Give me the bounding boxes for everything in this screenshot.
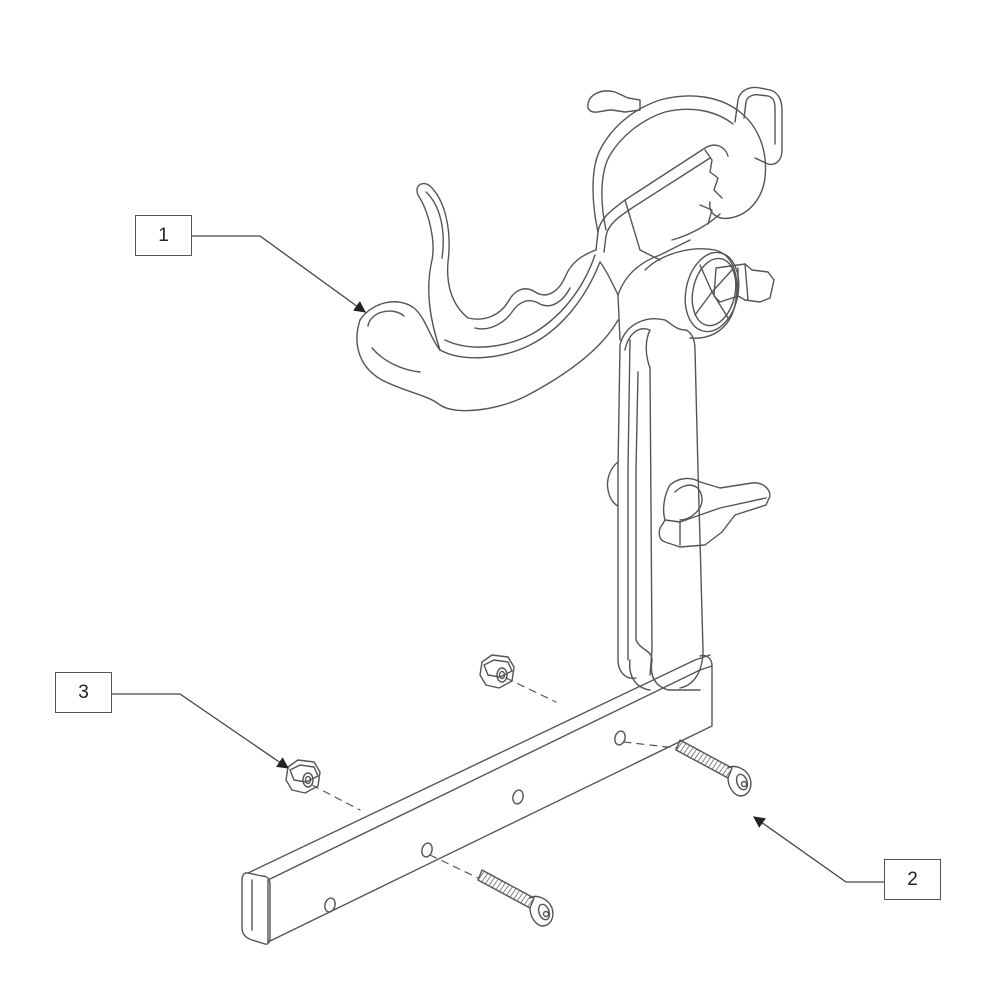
leader-lines	[111, 235, 885, 883]
assembly-lines	[311, 677, 677, 879]
bolt-front	[477, 869, 554, 927]
square-tube-bar	[241, 654, 713, 945]
callout-1: 1	[135, 215, 192, 256]
bolt-rear	[675, 739, 752, 797]
callout-2-number: 2	[907, 868, 918, 890]
lock-nut-rear	[479, 654, 515, 689]
callout-3-number: 3	[78, 681, 89, 703]
callout-1-number: 1	[158, 224, 169, 246]
callout-3: 3	[55, 672, 112, 713]
extension-arm	[606, 318, 771, 691]
pivot-hub	[644, 248, 775, 339]
callout-2: 2	[884, 859, 941, 900]
rod-holder	[356, 86, 783, 412]
lock-nut-front	[285, 759, 321, 794]
